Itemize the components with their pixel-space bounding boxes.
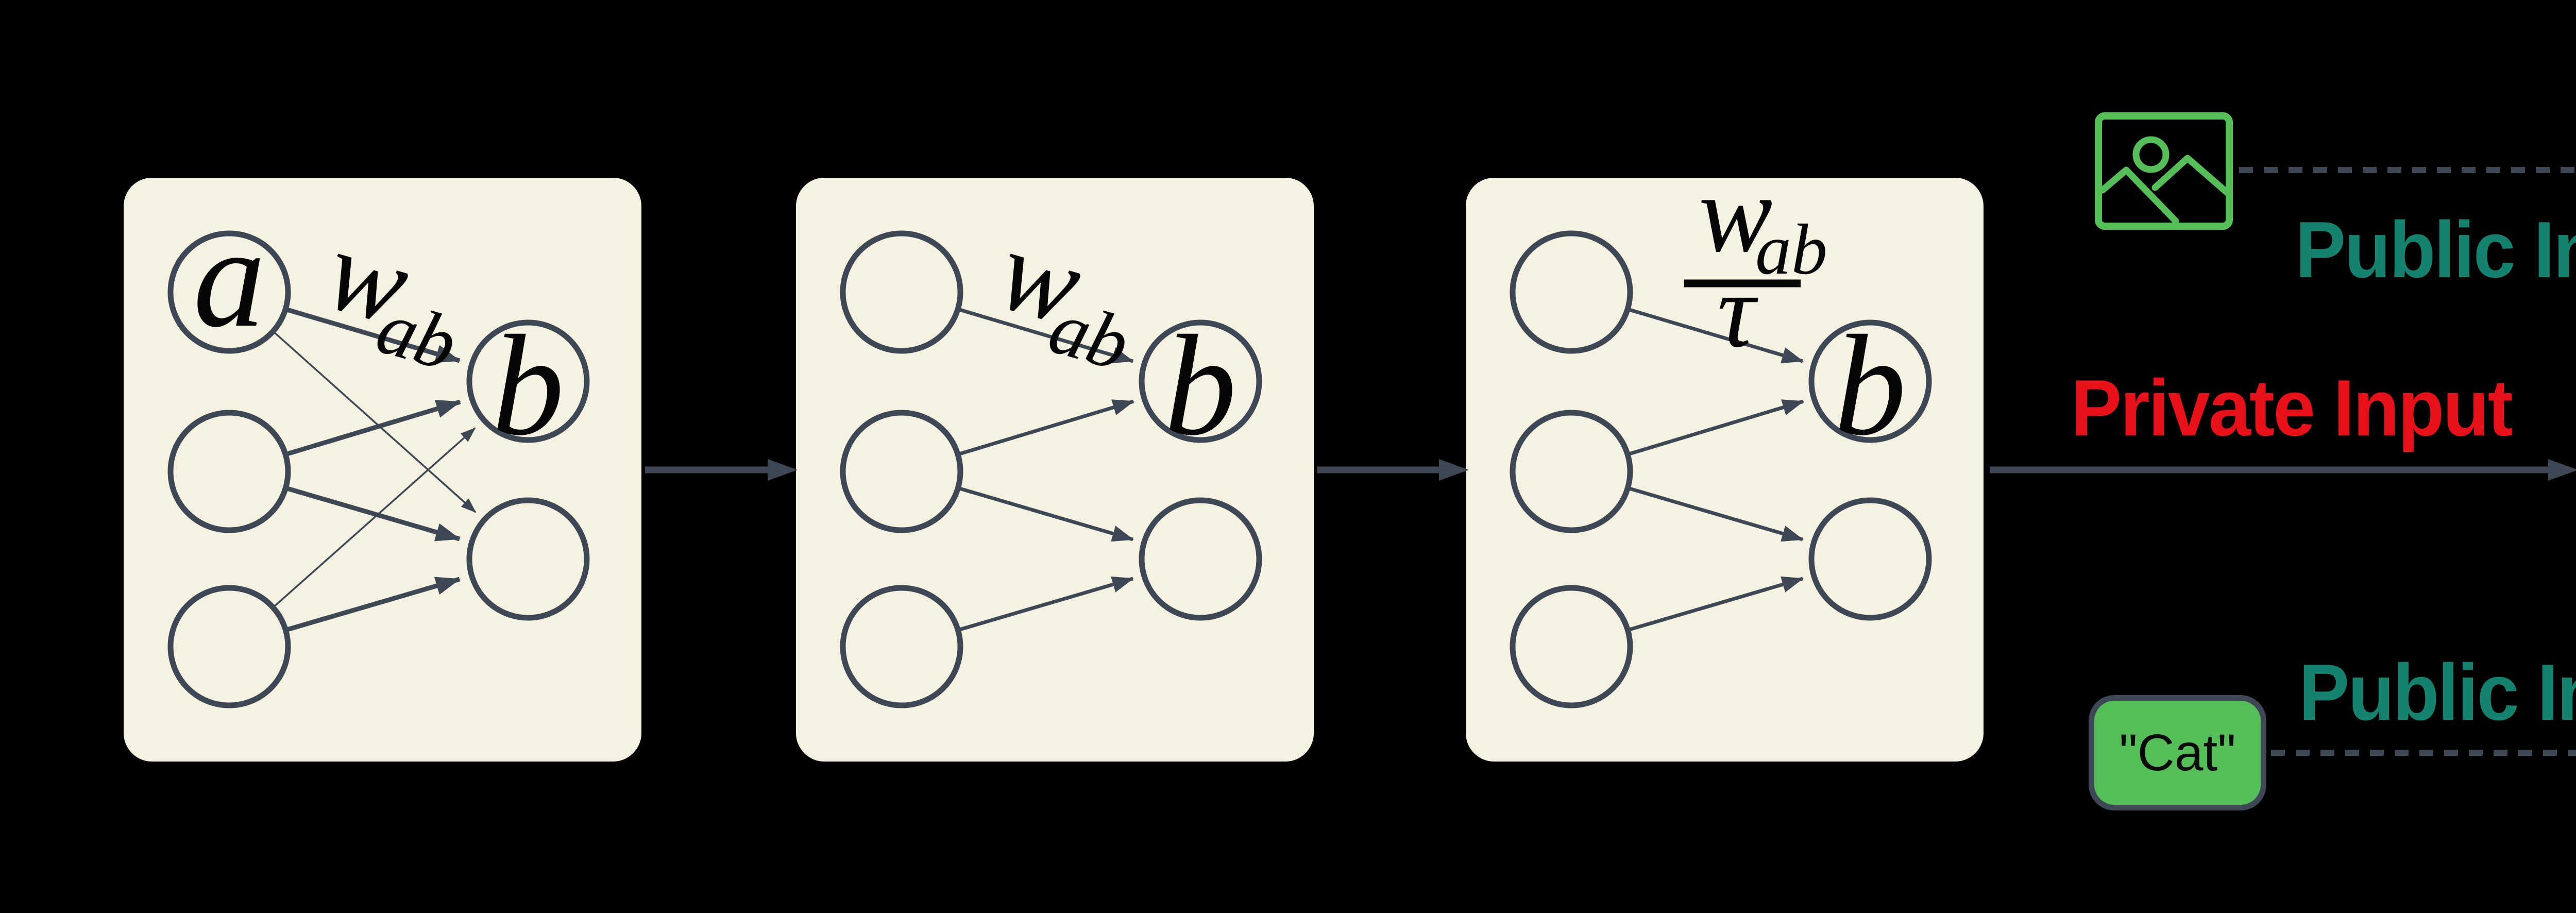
image-icon-frame [2095,112,2233,230]
node-in2-circle [167,410,291,533]
fraction-numerator-base: w [1699,178,1772,275]
edge-h3-out2 [284,577,461,633]
edge-a-b [284,307,461,363]
nodes [167,230,590,708]
quantized-weight-fraction: w ab τ [1684,178,1827,369]
edges [957,307,1134,632]
image-icon [2095,112,2233,230]
node-in2-circle [1510,410,1633,533]
network-box-pruned: b w ab [796,178,1314,762]
node-in1-circle [1510,230,1633,354]
network-box-original: a b w ab [124,178,641,762]
node-b-label: b [1164,305,1236,465]
network-box-quantized: b w ab τ [1466,178,1984,762]
nodes [1510,230,1932,708]
node-in2-circle [840,410,963,533]
public-input-top-label: Public Input [2295,205,2576,294]
edge-h2-b [284,399,461,457]
node-b-circle [1139,319,1262,443]
node-b-circle [1808,319,1932,443]
nodes [840,230,1262,708]
image-icon-sun [2132,136,2170,173]
cat-label: "Cat" [2119,723,2236,782]
fraction-denominator-tau: τ [1717,252,1758,369]
image-icon-small-mountain [2099,166,2179,225]
edge-in3-out2 [1627,576,1804,632]
node-in3-circle [167,585,291,708]
edge-in3-out2 [957,576,1134,632]
node-b-label: b [1834,305,1906,465]
private-input-label: Private Input [2071,363,2513,452]
edge-in2-out2 [957,486,1134,542]
fraction-numerator-subscript: ab [1755,210,1827,290]
node-b-circle [466,319,590,443]
node-out2-circle [1139,497,1262,621]
node-a-circle [167,230,291,354]
edge-h3-b [272,427,476,608]
edge-in2-b [1626,399,1804,457]
node-in3-circle [840,585,963,708]
public-input-bottom-label: Public Input [2299,648,2576,737]
node-b-label: b [492,305,564,465]
edge-in2-out2 [1627,486,1804,542]
edges [1626,307,1804,632]
edge-a-out2 [272,330,477,513]
edge-in2-b [957,399,1134,457]
image-icon-big-mountain [2151,155,2231,196]
cat-public-input-box: "Cat" [2089,695,2266,810]
network-graph-original: a b w ab [167,197,590,708]
edge-in1-b [1627,307,1804,363]
network-graph-quantized: b w ab τ [1510,178,1932,708]
edge-h2-out2 [284,485,461,542]
node-out2-circle [1808,497,1932,621]
edge-in1-b [957,307,1134,363]
edges [272,307,477,633]
network-graph-pruned: b w ab [840,205,1262,708]
node-in3-circle [1510,585,1633,708]
node-in1-circle [840,230,963,354]
node-out2-circle [466,497,590,621]
node-a-label: a [193,197,265,357]
